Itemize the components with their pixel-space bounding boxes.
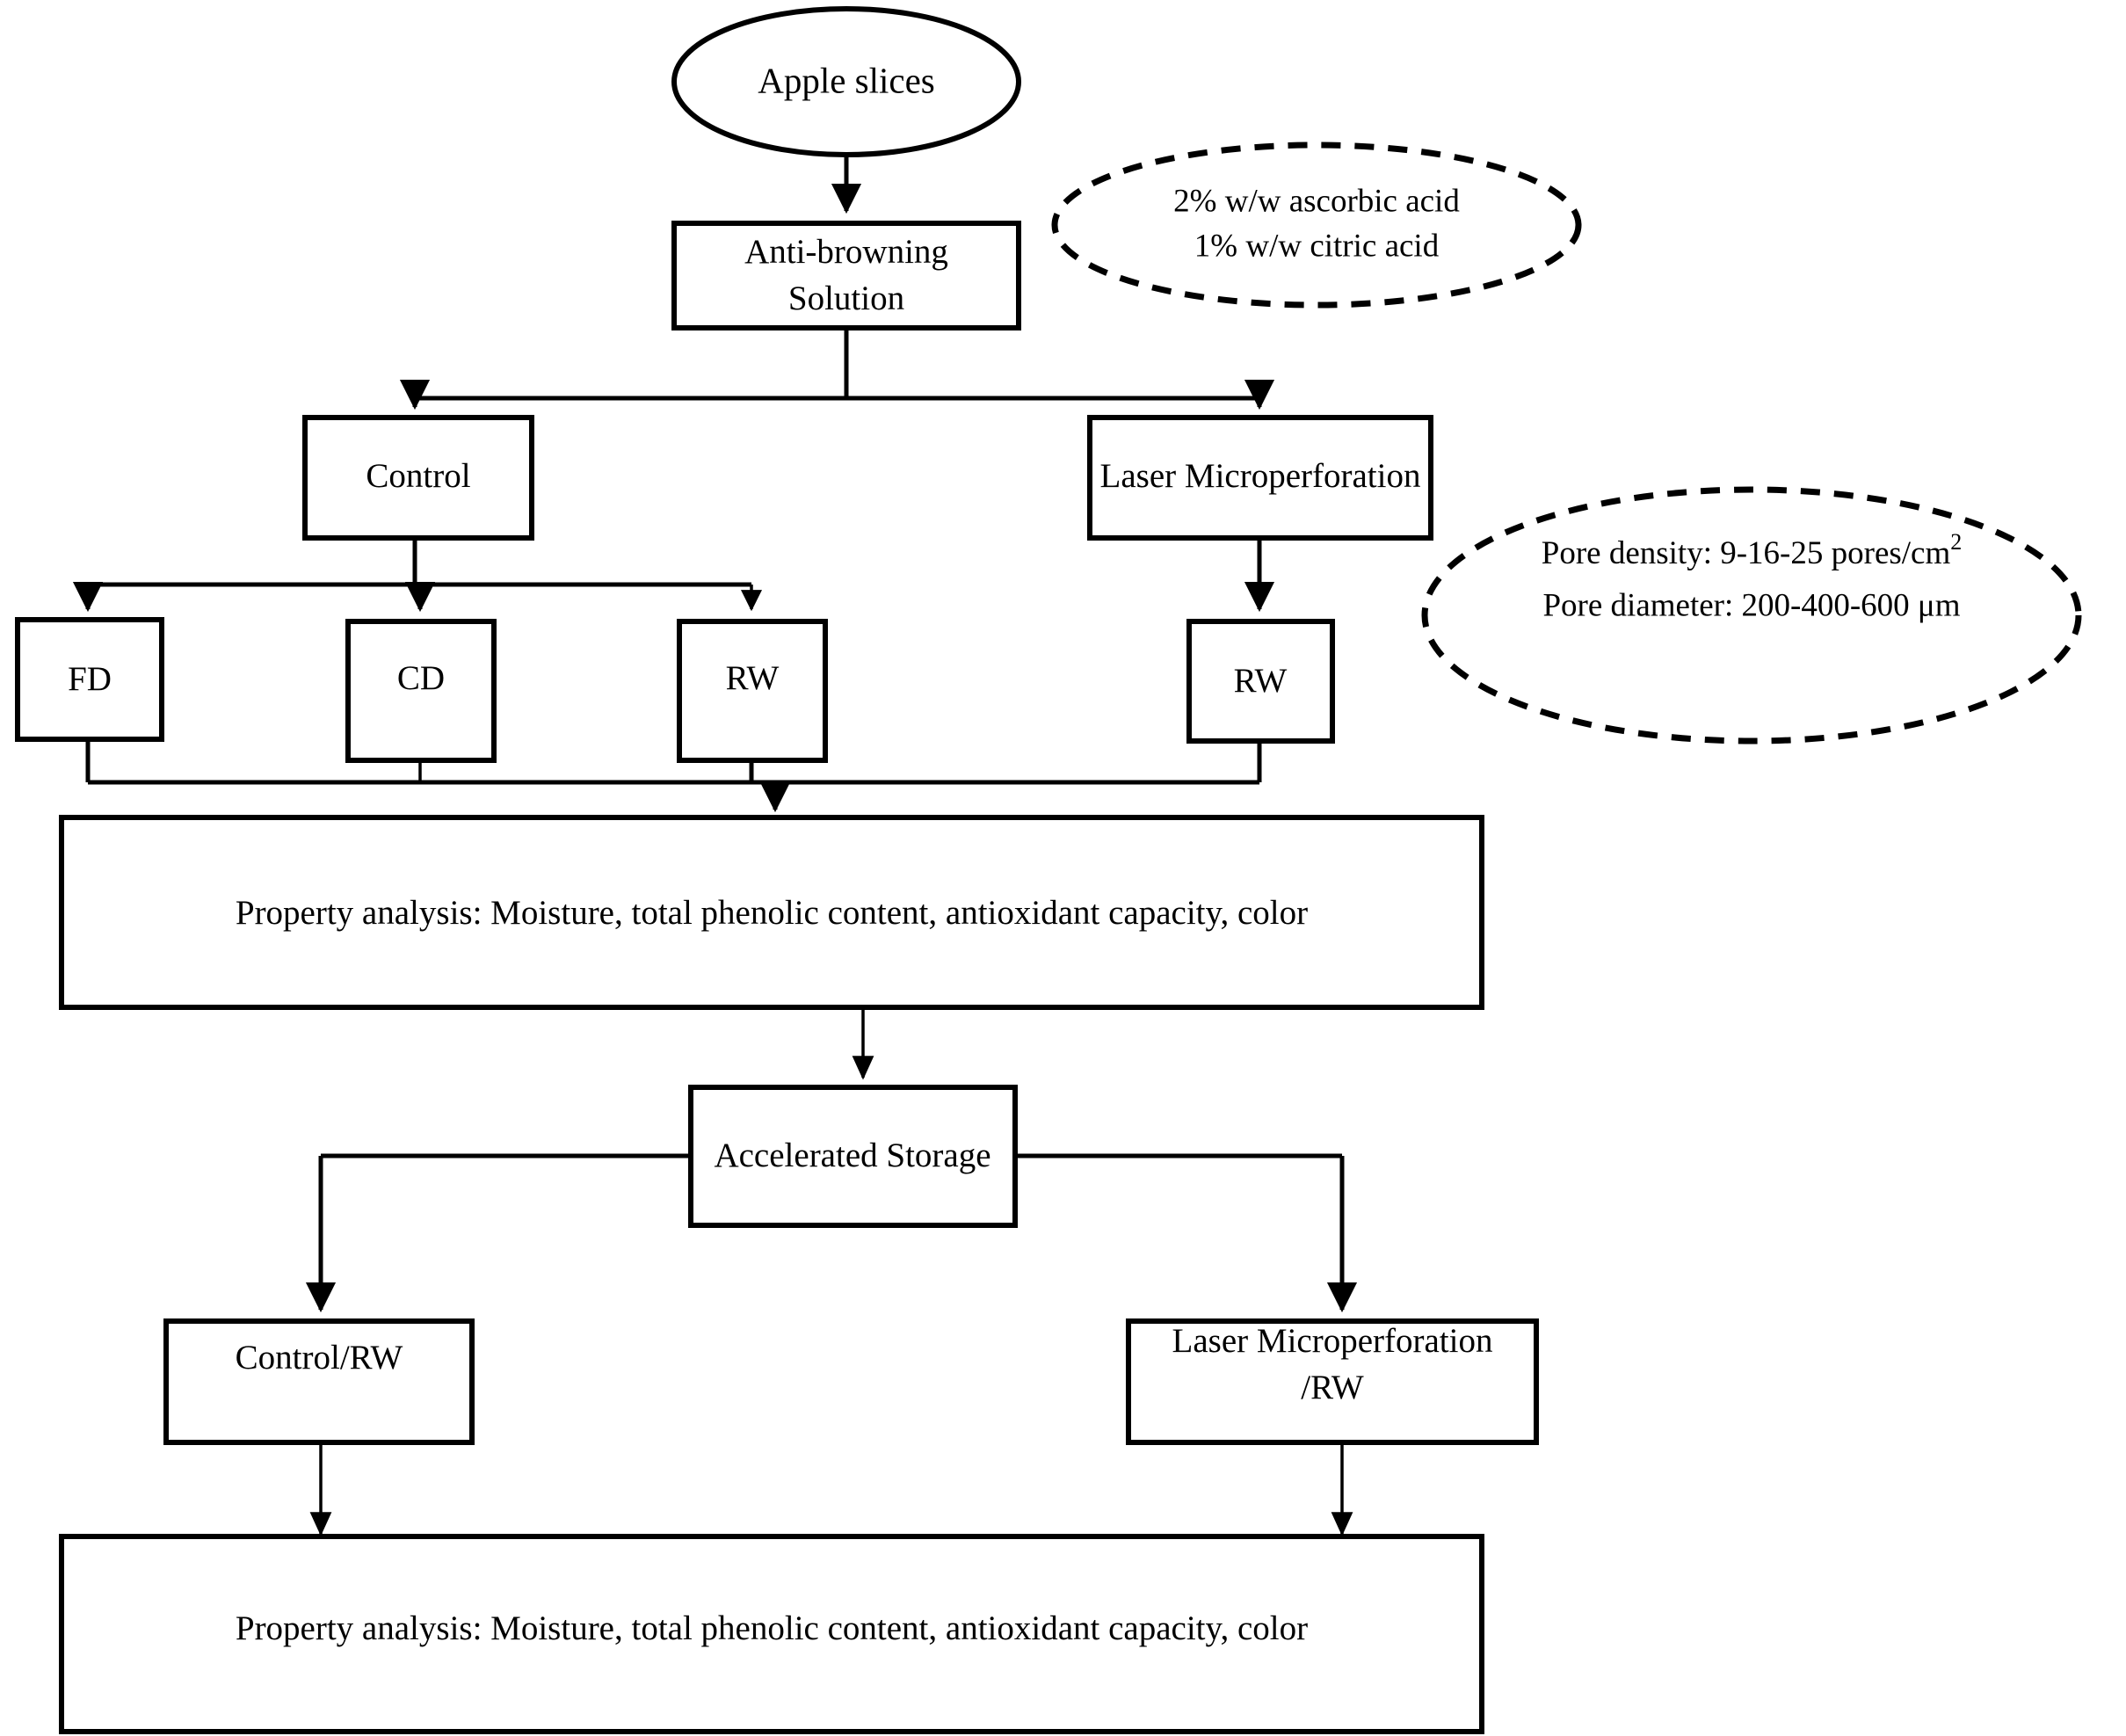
node-rw-laser-label: RW	[1234, 662, 1288, 700]
node-anti-browning-label-line1: Anti-browning	[744, 233, 948, 271]
node-laser-rw[interactable]: Laser Microperforation /RW	[1126, 1318, 1539, 1445]
node-cd-label: CD	[397, 659, 445, 697]
edge-dryers-merge	[85, 739, 1262, 785]
node-control-label: Control	[366, 457, 470, 495]
node-rw-laser[interactable]: RW	[1186, 619, 1335, 744]
edge-pretreatment-split	[412, 328, 1259, 401]
edge-storage-split	[305, 1153, 1358, 1313]
node-control-rw-label: Control/RW	[236, 1339, 403, 1376]
node-laser-rw-label-line1: Laser Microperforation	[1172, 1322, 1493, 1360]
node-accelerated-storage-label: Accelerated Storage	[714, 1137, 990, 1174]
node-accelerated-storage[interactable]: Accelerated Storage	[688, 1085, 1018, 1228]
node-laser-microperforation-label: Laser Microperforation	[1100, 457, 1421, 495]
annotation-laser-note-line1: Pore density: 9-16-25 pores/cm2	[1542, 529, 1963, 572]
annotation-laser-note: Pore density: 9-16-25 pores/cm2 Pore dia…	[1421, 486, 2082, 745]
node-rw-control-label: RW	[726, 659, 780, 697]
node-control-rw[interactable]: Control/RW	[163, 1318, 475, 1445]
node-laser-microperforation[interactable]: Laser Microperforation	[1087, 415, 1433, 541]
node-anti-browning-solution[interactable]: Anti-browning Solution	[671, 221, 1021, 330]
node-rw-control[interactable]: RW	[677, 619, 828, 763]
annotation-laser-note-line1-text: Pore density: 9-16-25 pores/cm	[1542, 535, 1951, 571]
node-anti-browning-label-line2: Solution	[788, 280, 904, 317]
annotation-solution-note: 2% w/w ascorbic acid 1% w/w citric acid	[1051, 142, 1582, 309]
node-fd-label: FD	[68, 660, 112, 698]
node-cd[interactable]: CD	[345, 619, 497, 763]
node-property-analysis-1[interactable]: Property analysis: Moisture, total pheno…	[59, 815, 1484, 1010]
edge-control-split	[88, 538, 751, 587]
node-apple-slices[interactable]: Apple slices	[671, 6, 1021, 157]
annotation-laser-note-superscript: 2	[1950, 529, 1962, 555]
annotation-solution-note-line2: 1% w/w citric acid	[1194, 228, 1440, 264]
node-apple-slices-label: Apple slices	[758, 60, 935, 100]
annotation-solution-note-line1: 2% w/w ascorbic acid	[1173, 183, 1460, 219]
node-property-analysis-1-label: Property analysis: Moisture, total pheno…	[236, 894, 1308, 932]
node-property-analysis-2[interactable]: Property analysis: Moisture, total pheno…	[59, 1534, 1484, 1734]
node-property-analysis-2-label: Property analysis: Moisture, total pheno…	[236, 1609, 1308, 1647]
node-laser-rw-label-line2: /RW	[1301, 1369, 1364, 1406]
node-fd[interactable]: FD	[15, 617, 164, 742]
node-control[interactable]: Control	[302, 415, 534, 541]
annotation-laser-note-line2: Pore diameter: 200-400-600 μm	[1542, 587, 1960, 623]
